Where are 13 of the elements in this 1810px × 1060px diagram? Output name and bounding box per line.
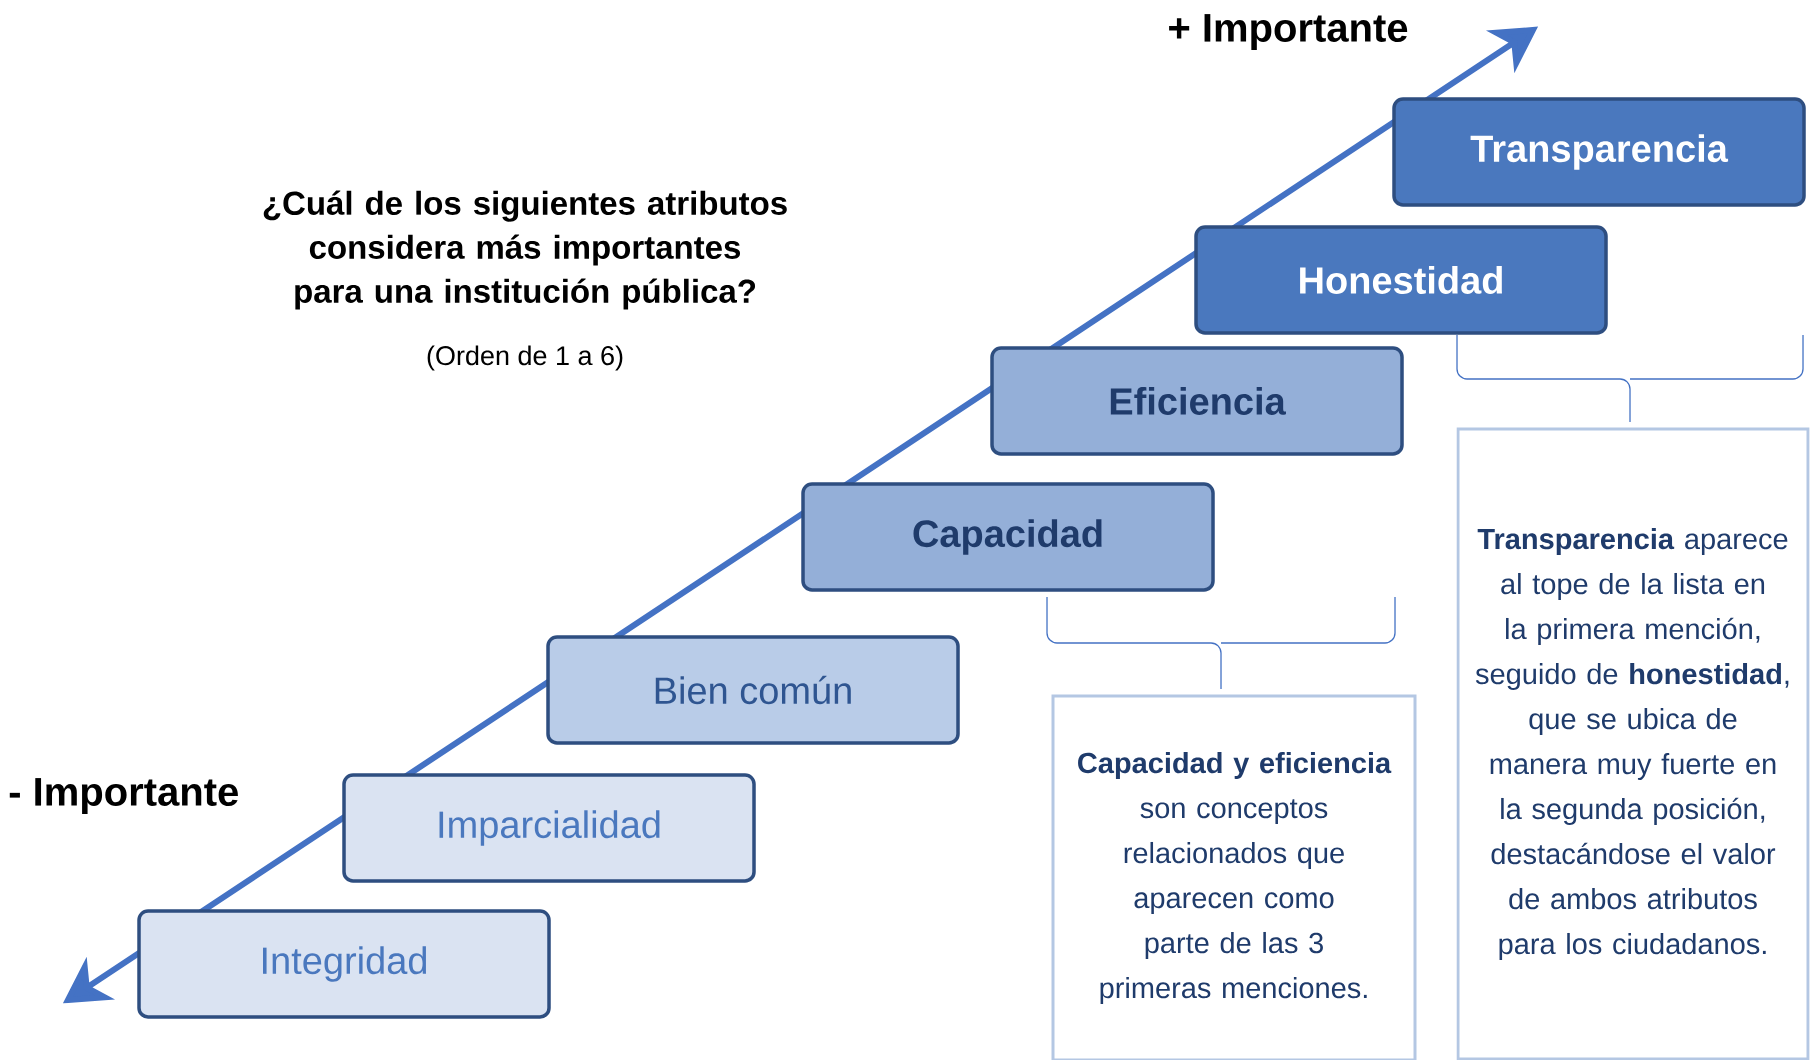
axis-label: + Importante xyxy=(1169,14,1408,50)
attribute-box: Bien común xyxy=(546,635,960,745)
attribute-box: Transparencia xyxy=(1392,97,1806,207)
title: ¿Cuál de los siguientes atributos considera más importantes para una institución pública? xyxy=(263,190,787,310)
note-box: Transparencia aparece al tope de la lista en la primera mención, seguido de honestidad, que se ubica de manera muy fuerte en la segunda posición, destacándose el valor de ambos atributos para los ciudadanos. xyxy=(1456,427,1810,1060)
note-box: Capacidad y eficiencia son conceptos relacionados que aparecen como parte de las 3 primeras menciones. xyxy=(1051,694,1417,1060)
attribute-box: Honestidad xyxy=(1194,225,1608,335)
attribute-box: Capacidad xyxy=(801,482,1215,592)
axis-label: - Importante xyxy=(9,778,238,814)
attribute-box: Imparcialidad xyxy=(342,773,756,883)
subtitle: (Orden de 1 a 6) xyxy=(427,345,623,371)
attribute-box: Integridad xyxy=(137,909,551,1019)
attribute-box: Eficiencia xyxy=(990,346,1404,456)
